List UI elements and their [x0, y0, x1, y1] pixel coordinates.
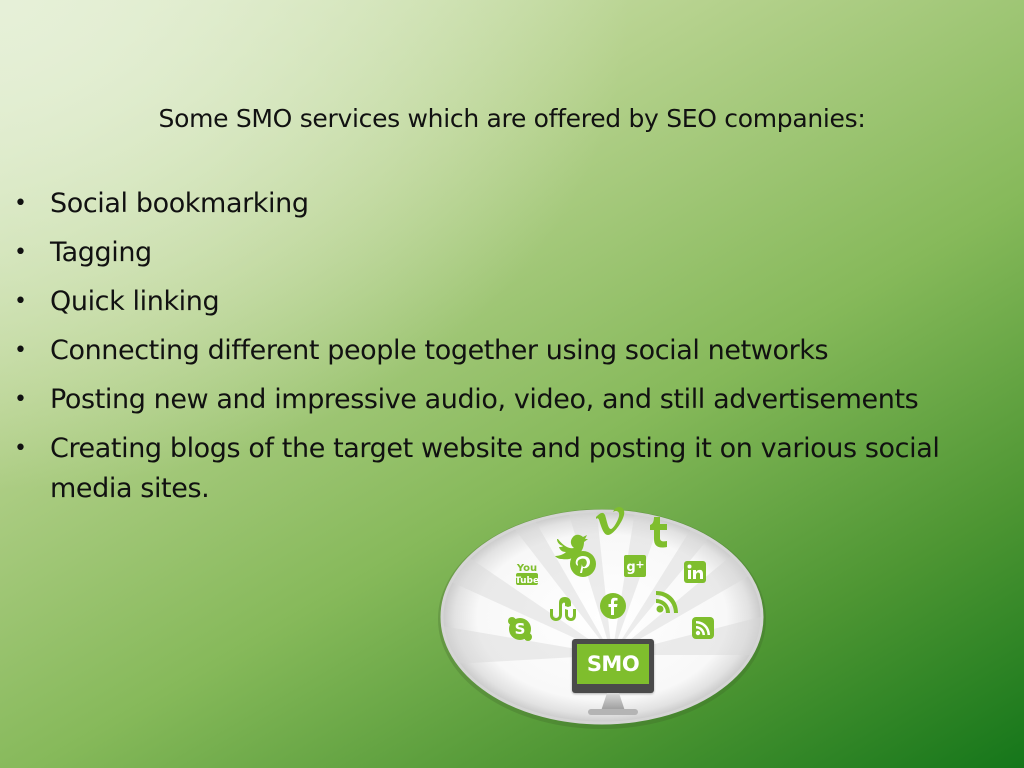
svg-text:S: S — [515, 620, 526, 638]
bullet-text: Social bookmarking — [50, 188, 309, 219]
linkedin-icon — [684, 561, 706, 583]
list-item: • Connecting different people together u… — [14, 331, 1004, 371]
bullet-text: Connecting different people together usi… — [50, 335, 829, 366]
bullet-marker: • — [14, 289, 27, 314]
bullet-text: Creating blogs of the target website and… — [50, 433, 940, 504]
rss-icon — [656, 591, 678, 613]
youtube-icon: You Tube — [515, 563, 539, 586]
bullet-list: • Social bookmarking • Tagging • Quick l… — [14, 184, 1004, 518]
svg-text:g: g — [626, 560, 635, 575]
monitor-label: SMO — [577, 644, 649, 684]
smo-illustration: You Tube g + — [436, 505, 768, 729]
list-item: • Tagging — [14, 233, 1004, 273]
vimeo-icon — [596, 506, 625, 535]
rss-square-icon — [692, 617, 714, 639]
pinterest-icon — [570, 551, 596, 577]
google-plus-icon: g + — [624, 555, 646, 577]
list-item: • Creating blogs of the target website a… — [14, 429, 1004, 509]
bullet-marker: • — [14, 387, 27, 412]
facebook-icon — [600, 593, 626, 619]
bullet-text: Tagging — [50, 237, 152, 268]
tumblr-icon — [650, 517, 667, 548]
slide-title: Some SMO services which are offered by S… — [158, 104, 866, 133]
bullet-marker: • — [14, 338, 27, 363]
svg-text:+: + — [635, 558, 644, 571]
bullet-text: Posting new and impressive audio, video,… — [50, 384, 919, 415]
smo-oval-svg: You Tube g + — [438, 506, 766, 729]
stumbleupon-icon — [550, 597, 576, 621]
list-item: • Quick linking — [14, 282, 1004, 322]
monitor-stand — [601, 693, 625, 711]
monitor-base — [588, 709, 638, 715]
sunburst-rays — [442, 511, 762, 665]
youtube-tube-text: Tube — [515, 576, 539, 586]
skype-icon: S — [508, 617, 532, 641]
list-item: • Social bookmarking — [14, 184, 1004, 224]
bullet-marker: • — [14, 191, 27, 216]
bullet-text: Quick linking — [50, 286, 220, 317]
bullet-marker: • — [14, 240, 27, 265]
oval-background — [440, 509, 764, 725]
bullet-marker: • — [14, 436, 27, 461]
monitor-icon: SMO — [572, 639, 654, 693]
list-item: • Posting new and impressive audio, vide… — [14, 380, 1004, 420]
youtube-you-text: You — [516, 563, 537, 574]
